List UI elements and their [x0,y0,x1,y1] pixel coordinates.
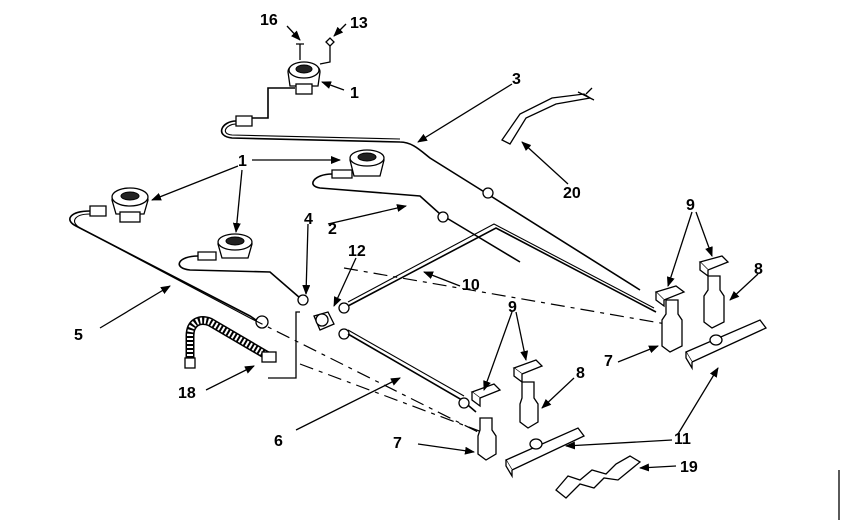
callout-16: 16 [260,12,278,29]
leader-lines [99,23,759,472]
callout-18: 18 [178,385,196,402]
flex-hose [184,316,277,369]
callout-19: 19 [680,459,698,476]
callout-1-top: 1 [350,85,359,102]
right-valve-group [654,255,768,371]
callout-7-right: 7 [604,353,613,370]
tube-6 [347,333,477,413]
top-burner-assembly [220,37,641,291]
callout-13: 13 [350,15,368,32]
tube-10 [347,227,657,313]
left-valve-group [470,359,585,479]
callout-9-left: 9 [508,299,517,316]
callout-8-left: 8 [576,365,585,382]
left-burner [69,187,269,329]
callout-3: 3 [512,71,521,88]
bracket-20 [501,87,595,145]
callout-20: 20 [563,185,581,202]
callout-6: 6 [274,433,283,450]
callout-11: 11 [674,431,691,448]
callout-9-right: 9 [686,197,695,214]
callout-10: 10 [462,277,480,294]
callout-2: 2 [328,221,337,238]
callout-7-left: 7 [393,435,402,452]
callout-4: 4 [304,211,313,228]
callout-12: 12 [348,243,366,260]
callout-8-right: 8 [754,261,763,278]
rear-burner [312,149,521,263]
callout-5: 5 [74,327,83,344]
callout-1-mid: 1 [238,153,247,170]
center-burner [178,233,309,306]
heat-shield [555,455,642,499]
